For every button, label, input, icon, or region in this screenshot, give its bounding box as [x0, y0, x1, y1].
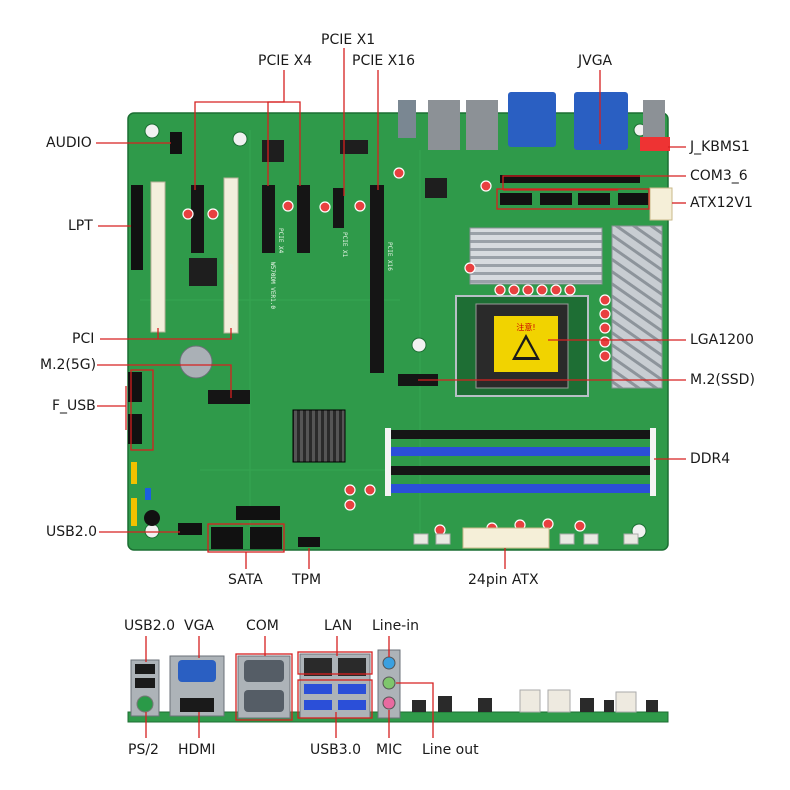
atx12v-connector: [649, 187, 673, 221]
vrm-heatsink-top: [469, 227, 603, 285]
lpt-header: [131, 185, 143, 270]
io-label-lan: LAN: [324, 618, 353, 634]
callout-lines: [96, 48, 686, 569]
io-label-vga: VGA: [184, 618, 215, 634]
atx24-connector: [462, 527, 550, 549]
jumpers: [131, 462, 137, 526]
label-lpt: LPT: [68, 218, 93, 234]
label-com3-6: COM3_6: [690, 168, 748, 184]
cpu-socket: 注意!: [455, 295, 589, 397]
cpu-warning-text: 注意!: [516, 322, 535, 332]
label-tpm: TPM: [292, 572, 322, 588]
io-label-line-in: Line-in: [372, 618, 419, 634]
usb20-header: [178, 523, 202, 535]
label-m2-5g: M.2(5G): [40, 357, 97, 373]
label-pcie-x1: PCIE X1: [321, 32, 376, 48]
label-pcie-x16: PCIE X16: [352, 53, 416, 69]
pcie-x4-slots: [191, 185, 310, 253]
io-panel: [127, 649, 669, 723]
silk-model: W570DM VER1.0: [269, 262, 276, 309]
io-label-usb30: USB3.0: [310, 742, 362, 758]
io-label-ps2: PS/2: [128, 742, 159, 758]
pcie-x16-slot: [370, 185, 384, 373]
chips: [189, 140, 447, 286]
label-f-usb: F_USB: [52, 398, 96, 414]
io-callout-lines: [145, 636, 434, 738]
chipset-heatsink: [292, 409, 346, 463]
label-jvga: JVGA: [578, 53, 613, 69]
pcie-x1-slot: [333, 188, 344, 228]
label-j-kbms1: J_KBMS1: [690, 139, 750, 155]
rear-io-top: [398, 92, 670, 151]
m2-5g-slot: [208, 390, 250, 404]
io-label-usb20: USB2.0: [124, 618, 176, 634]
io-label-com: COM: [246, 618, 279, 634]
label-sata: SATA: [228, 572, 263, 588]
tpm-header: [298, 537, 320, 547]
label-usb20: USB2.0: [46, 524, 98, 540]
audio-header: [170, 132, 182, 154]
sata-connectors: [211, 506, 282, 549]
silk-pcie-x4: PCIE X4: [277, 228, 284, 254]
bottom-connectors: [413, 533, 639, 545]
buzzer: [144, 510, 160, 526]
label-pci: PCI: [72, 331, 95, 347]
ddr4-slots: [385, 428, 656, 496]
label-pcie-x4: PCIE X4: [258, 53, 313, 69]
io-label-mic: MIC: [376, 742, 402, 758]
io-label-hdmi: HDMI: [178, 742, 216, 758]
pci-slots: [150, 177, 239, 334]
silk-pcie-x1: PCIE X1: [341, 232, 348, 258]
led-blue: [145, 488, 151, 500]
cmos-battery: [179, 345, 213, 379]
label-ddr4: DDR4: [690, 451, 731, 467]
silk-pci: PCI: [226, 264, 233, 275]
label-atx12v1: ATX12V1: [690, 195, 753, 211]
vrm-heatsink-side: [611, 225, 663, 389]
io-label-line-out: Line out: [422, 742, 479, 758]
label-m2-ssd: M.2(SSD): [690, 372, 755, 388]
silk-pcie-x16: PCIE X16: [386, 242, 393, 271]
label-audio: AUDIO: [46, 135, 92, 151]
com-headers: [500, 175, 648, 205]
label-24pin-atx: 24pin ATX: [468, 572, 539, 588]
label-lga1200: LGA1200: [690, 332, 754, 348]
